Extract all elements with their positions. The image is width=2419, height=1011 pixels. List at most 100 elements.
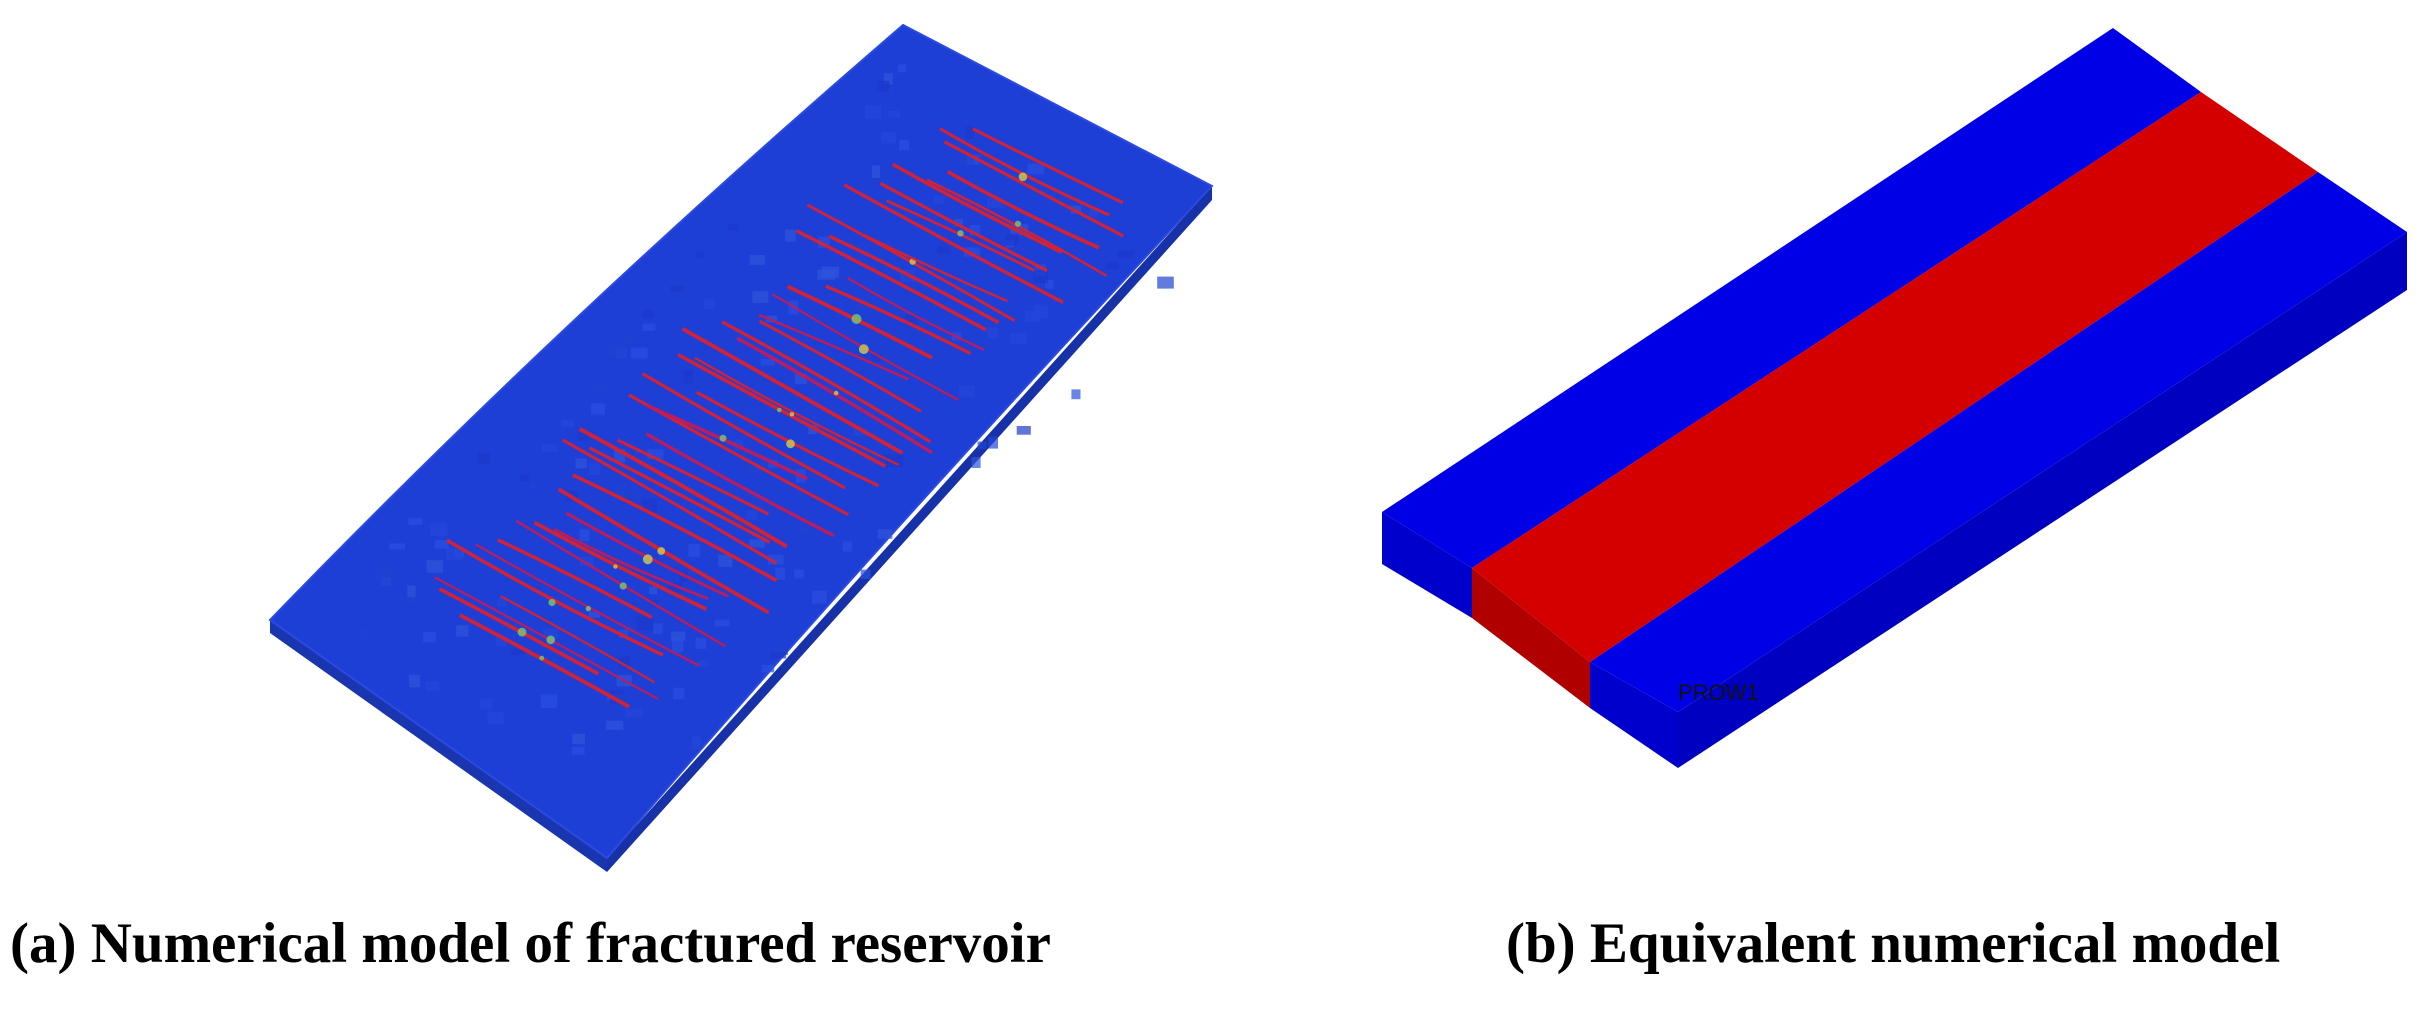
fracture-line — [828, 234, 1000, 325]
fracture-line — [943, 140, 1124, 238]
grid-cell — [673, 687, 685, 700]
grid-cell — [954, 212, 968, 224]
grid-cell — [988, 436, 998, 449]
caption-panel-a: (a) Numerical model of fractured reservo… — [10, 912, 1051, 975]
fracture-line — [863, 233, 1008, 303]
fracture-line — [554, 528, 709, 601]
fracture-line — [721, 320, 932, 444]
grid-cell — [842, 541, 852, 552]
fracture-line — [758, 319, 922, 413]
grid-cell — [529, 481, 539, 491]
fracture-line — [645, 432, 835, 538]
fracture-network — [434, 127, 1124, 709]
grid-cell — [625, 709, 643, 718]
fracture-highlight — [546, 635, 555, 645]
grid-cell — [704, 299, 715, 309]
grid-cell — [971, 457, 981, 468]
grid-cell — [520, 474, 530, 482]
fracture-highlight — [851, 314, 862, 324]
grid-cell — [1027, 163, 1045, 175]
fracture-highlight — [786, 439, 795, 449]
fracture-line — [891, 162, 1063, 254]
grid-cell — [688, 543, 700, 557]
grid-cell — [937, 245, 950, 254]
grid-cell — [799, 519, 811, 533]
grid-cell — [407, 585, 416, 598]
grid-cell — [613, 449, 625, 463]
grid-cell — [852, 298, 869, 311]
grid-cell — [561, 419, 575, 428]
outer-region-top-left — [1382, 28, 2201, 568]
grid-cell — [571, 746, 585, 755]
grid-cell — [446, 549, 463, 561]
fracture-highlight — [548, 598, 556, 607]
grid-cell — [795, 373, 807, 384]
fracture-line — [879, 181, 1048, 273]
well-label: PROW1 — [1678, 680, 1759, 705]
fracture-line — [681, 327, 904, 455]
grid-cell — [409, 674, 421, 688]
grid-cell — [752, 291, 769, 303]
grid-cell — [575, 458, 587, 469]
grid-cell — [636, 616, 654, 631]
grid-cell — [872, 165, 880, 178]
outer-region-side-right — [1590, 662, 1678, 768]
fracture-line — [572, 473, 778, 583]
grid-cell — [784, 229, 796, 242]
grid-cell — [497, 598, 507, 607]
fracture-line — [843, 183, 1064, 304]
grid-cell — [877, 529, 893, 539]
grid-cell — [691, 736, 701, 750]
fracture-line — [497, 538, 653, 620]
fracture-line — [616, 438, 769, 516]
grid-cell — [1025, 310, 1041, 322]
equivalent-numerical-model: PROW1 — [1382, 28, 2407, 768]
fracture-highlight — [833, 390, 839, 396]
grid-cell — [572, 733, 585, 745]
grid-cell — [747, 409, 757, 423]
fracture-highlight — [642, 554, 653, 565]
grid-cell — [405, 590, 418, 605]
fracture-line — [533, 520, 708, 611]
grid-cell — [630, 347, 648, 359]
grid-cell — [1005, 233, 1019, 246]
grid-cell — [969, 225, 981, 236]
grid-cell — [775, 567, 785, 580]
grid-cell — [649, 586, 658, 595]
grid-cell — [671, 631, 686, 641]
fracture-line — [562, 438, 778, 565]
grid-cell — [697, 660, 708, 667]
grid-cell — [957, 153, 974, 165]
grid-cell — [609, 343, 623, 356]
grid-cell — [714, 619, 730, 627]
grid-cell — [959, 385, 975, 398]
grid-cell — [591, 383, 610, 394]
grid-cell — [434, 540, 449, 549]
fracture-highlight — [517, 627, 527, 637]
grid-cell — [496, 637, 507, 647]
grid-cell — [954, 219, 964, 226]
grid-cell — [1016, 426, 1031, 435]
grid-cell — [876, 81, 890, 92]
grid-cell — [881, 132, 897, 144]
fracture-line — [825, 284, 972, 356]
reservoir-side-left — [270, 620, 607, 872]
grid-cell — [614, 483, 625, 498]
grid-cell — [728, 223, 739, 231]
grid-cell — [577, 432, 590, 441]
grid-cell — [794, 569, 804, 579]
grid-cell — [770, 651, 787, 659]
grid-cell — [987, 198, 1004, 208]
grid-cell — [860, 569, 871, 579]
grid-cell — [749, 255, 765, 265]
grid-cell — [606, 720, 624, 730]
fracture-highlight — [1018, 172, 1028, 182]
fracture-highlight — [657, 547, 666, 555]
grid-cell — [603, 575, 612, 583]
grid-cell — [389, 543, 406, 550]
grid-cell — [588, 611, 600, 618]
fracture-highlight — [719, 434, 727, 442]
grid-cell — [381, 577, 392, 586]
grid-cell — [456, 625, 469, 637]
grid-cell — [854, 428, 867, 436]
